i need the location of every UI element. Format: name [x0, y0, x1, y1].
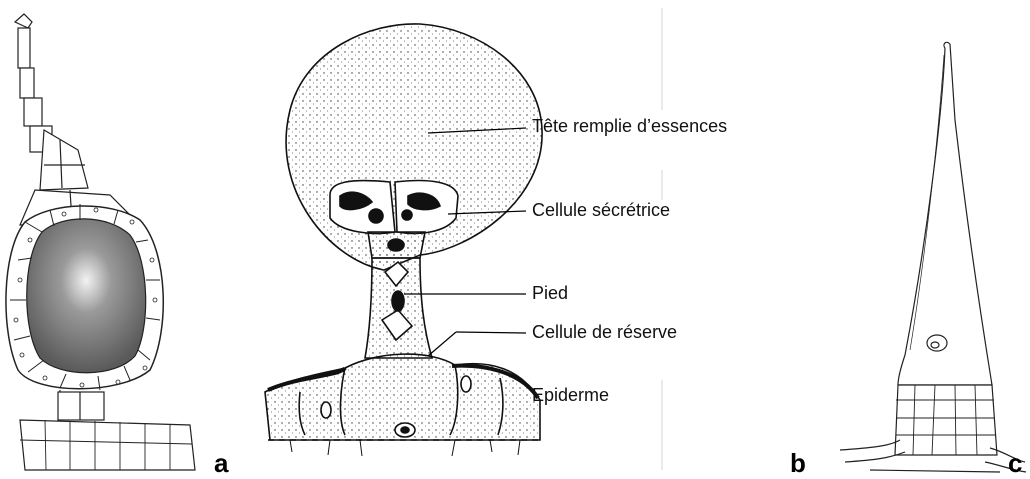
label-reserve-cell: Cellule de réserve [532, 322, 677, 343]
label-epidermis: Epiderme [532, 385, 609, 406]
panel-c-drawing [840, 42, 1026, 472]
panel-label-b: b [790, 448, 806, 479]
label-stalk: Pied [532, 283, 568, 304]
panel-b-drawing [265, 24, 542, 456]
label-head: Tête remplie d’essences [532, 116, 727, 137]
panel-a-drawing [6, 14, 195, 470]
panel-label-c: c [1008, 448, 1022, 479]
label-secretory-cell: Cellule sécrétrice [532, 200, 670, 221]
panel-label-a: a [214, 448, 228, 479]
